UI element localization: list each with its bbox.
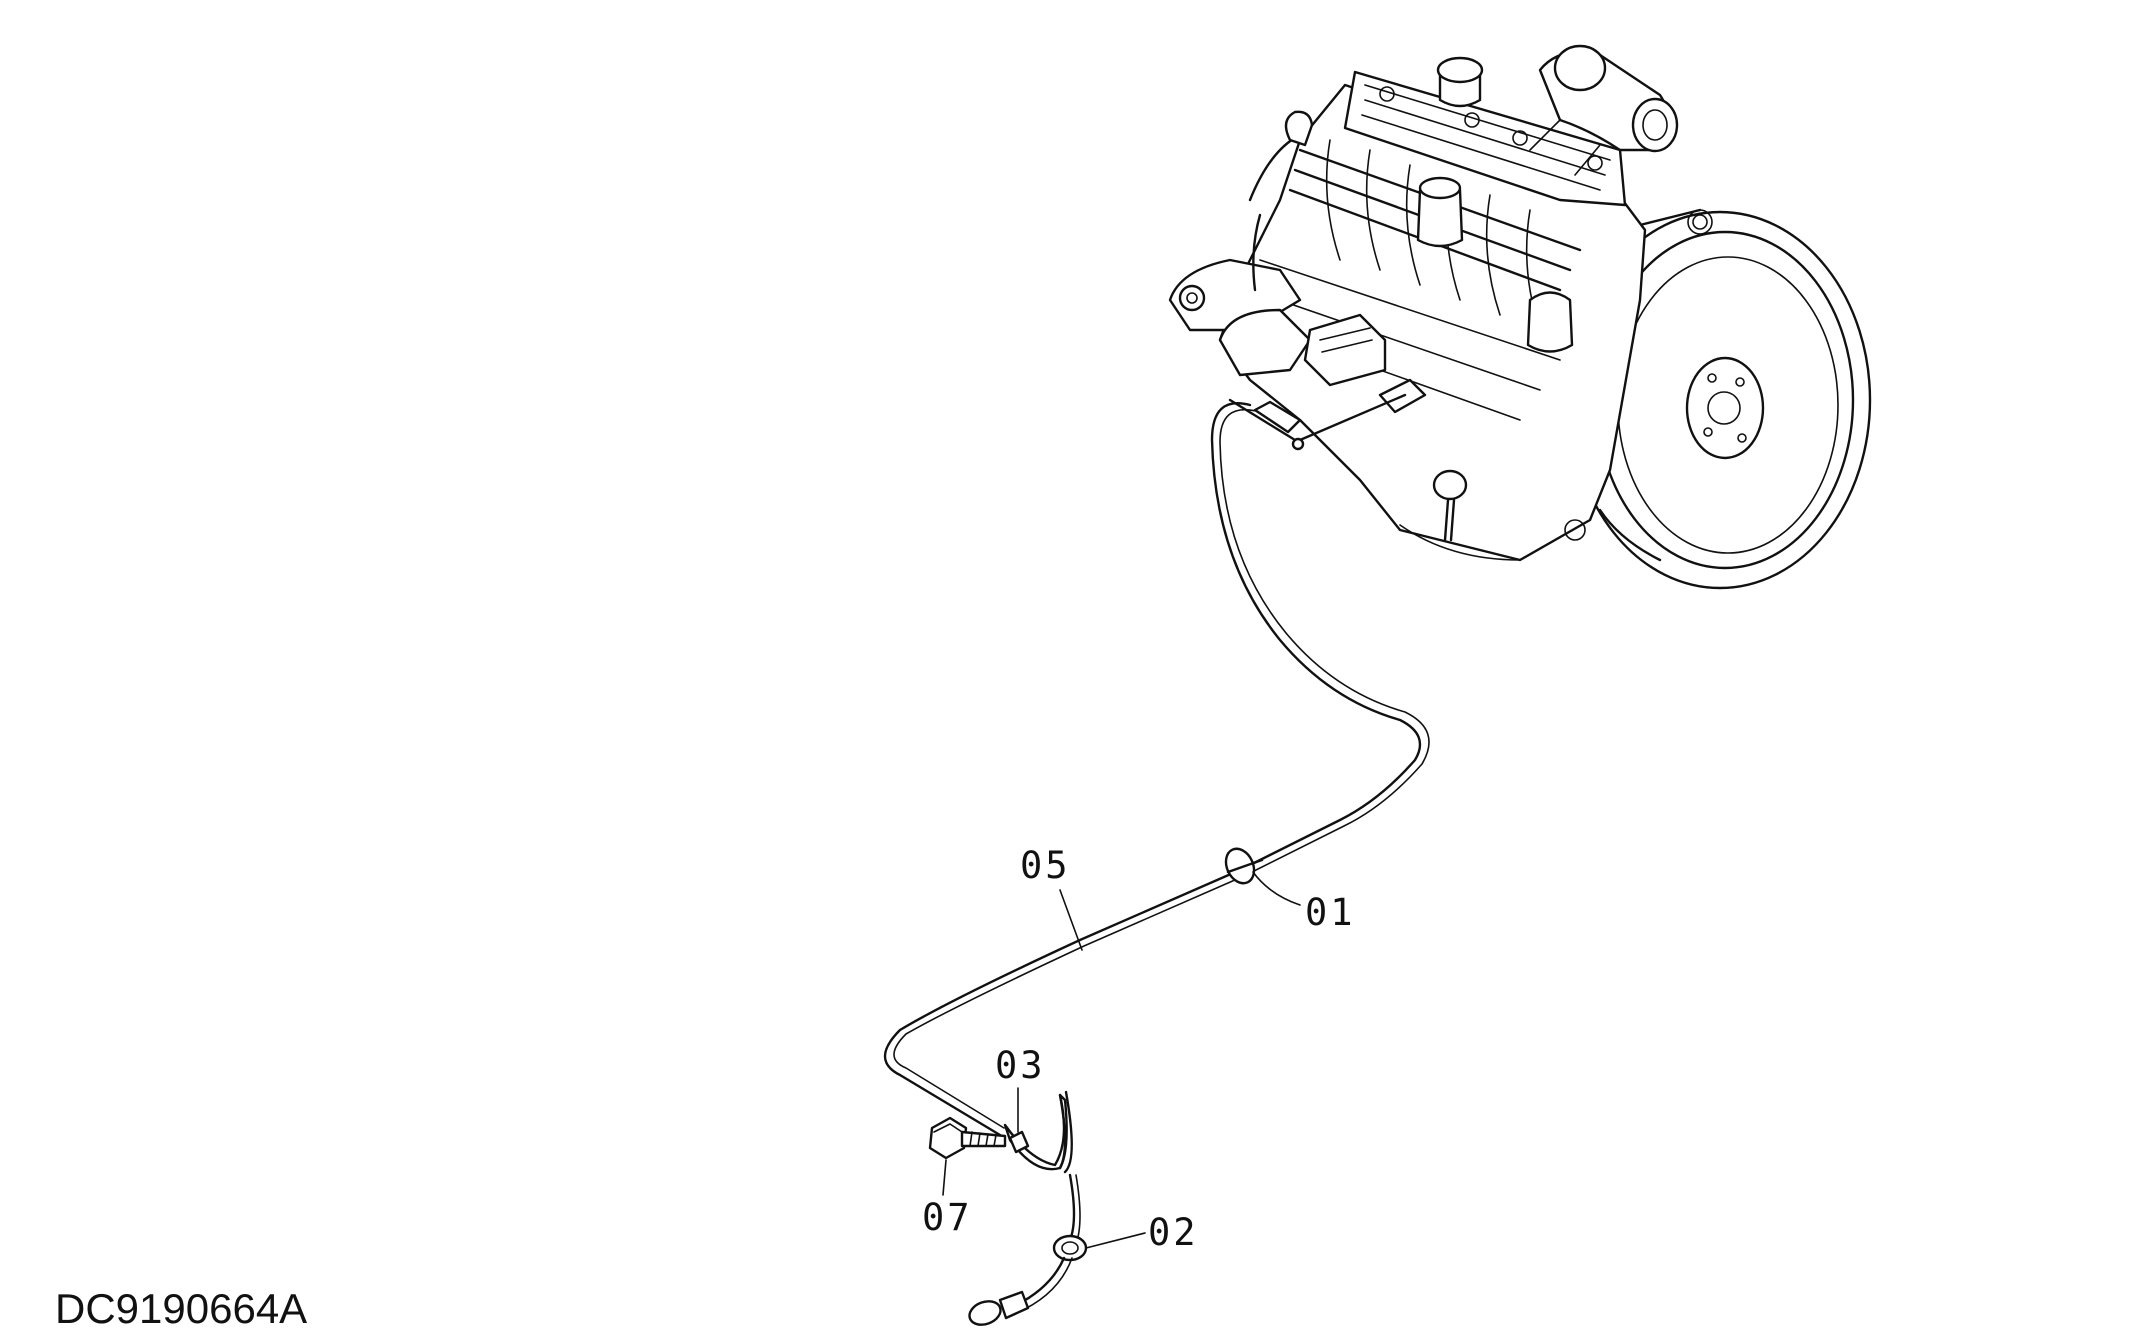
throttle-control [928,1090,1088,1326]
throttle-cable [883,398,1430,1137]
callout-02: 02 [1148,1211,1199,1254]
callout-07: 07 [922,1196,973,1239]
turbocharger [1529,44,1679,176]
bolt [928,1116,1007,1160]
engine-assembly [1168,44,1872,590]
cable-clamp [1224,847,1264,885]
grommet [1052,1234,1088,1262]
engine-block [1168,44,1679,562]
drawing-id: DC9190664A [55,1285,308,1332]
flywheel-housing [1568,208,1872,590]
callout-03: 03 [995,1044,1046,1087]
callout-01: 01 [1305,891,1356,934]
callout-05: 05 [1020,844,1071,887]
leader-lines [942,871,1301,1249]
